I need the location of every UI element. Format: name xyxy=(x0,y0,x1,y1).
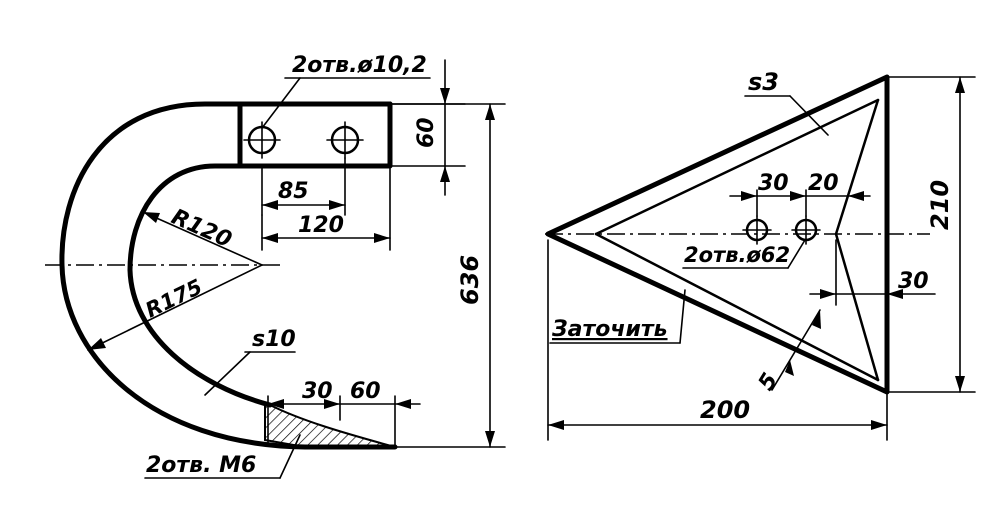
knife-dim-5: 5 xyxy=(754,369,783,395)
knife-dim-200: 200 xyxy=(700,396,750,424)
knife-dim-210: 210 xyxy=(926,180,954,230)
knife-inner-edge-bottom xyxy=(594,232,880,382)
hole-2 xyxy=(326,121,364,159)
dim-60-bottom: 60 xyxy=(350,379,381,404)
knife-hole-1 xyxy=(742,215,772,245)
knife-dim-20: 20 xyxy=(808,171,839,196)
left-part: 2отв.ø10,2 60 85 120 R120 R175 xyxy=(45,53,506,479)
knife-dim-30: 30 xyxy=(758,171,789,196)
sharpen-label: Заточить xyxy=(551,317,668,342)
knife-inner-back xyxy=(834,98,880,382)
dim-30-bottom: 30 xyxy=(302,379,333,404)
right-part: s3 30 20 2отв.ø62 210 30 Заточить xyxy=(545,68,976,441)
left-outer-contour xyxy=(59,101,398,450)
left-holes-label: 2отв.ø10,2 xyxy=(292,53,427,78)
dim-85: 85 xyxy=(278,179,309,204)
hatched-section xyxy=(264,404,396,448)
knife-dim-30-right: 30 xyxy=(898,269,929,294)
left-inner-contour xyxy=(127,163,273,408)
knife-holes-label: 2отв.ø62 xyxy=(684,243,790,267)
dim-120: 120 xyxy=(298,213,344,238)
radius-r120: R120 xyxy=(168,205,236,253)
thickness-s10: s10 xyxy=(252,327,296,352)
dim-636: 636 xyxy=(456,255,484,305)
knife-hole-2 xyxy=(791,215,821,245)
thickness-s3: s3 xyxy=(748,68,779,96)
knife-inner-edge-top xyxy=(594,98,880,236)
mounting-plate xyxy=(237,101,393,169)
holes-leader xyxy=(261,77,301,129)
threads-label: 2отв. М6 xyxy=(146,453,256,478)
knife-outer-contour xyxy=(545,74,890,395)
radius-r175: R175 xyxy=(142,275,206,323)
dim-60-plate: 60 xyxy=(414,117,439,148)
